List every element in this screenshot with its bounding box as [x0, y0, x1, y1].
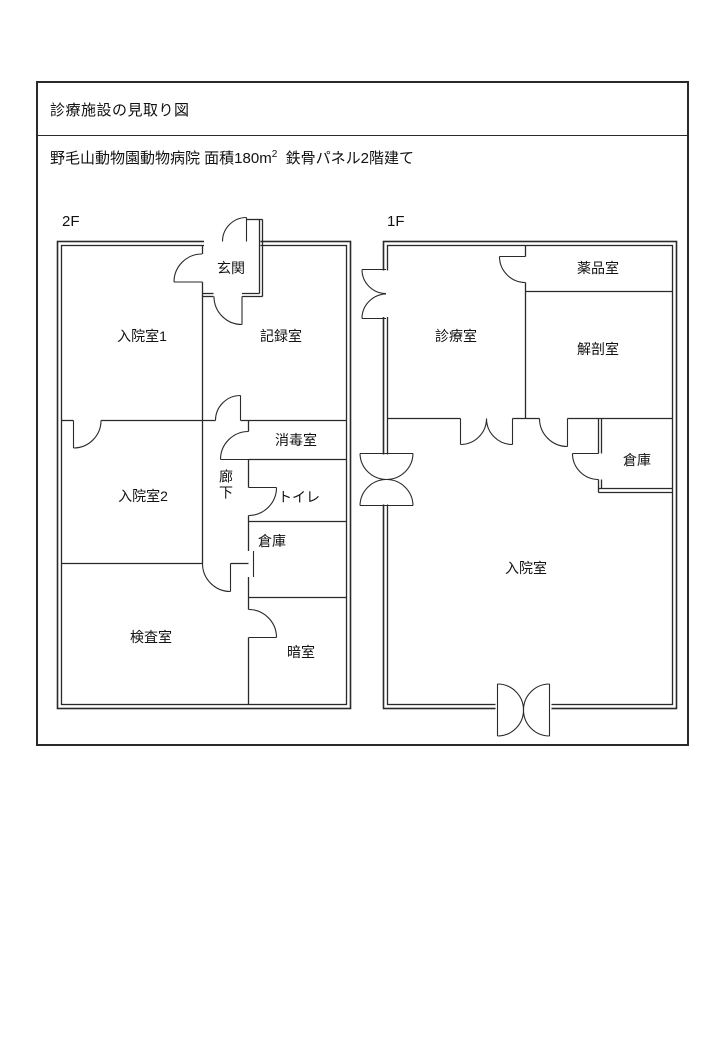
1f-doors — [359, 255, 599, 737]
swing-door-south-exterior — [496, 683, 551, 737]
door-shinryoushitsu-to-yakuhinshitsu — [498, 255, 526, 284]
door-genkan-to-nyuinshitsu1 — [173, 253, 203, 283]
room-label-souko-2f: 倉庫 — [258, 533, 286, 549]
room-label-yakuhinshitsu: 薬品室 — [577, 260, 619, 276]
door-souko-1f — [571, 452, 599, 481]
door-toire — [248, 486, 278, 517]
room-label-souko-1f: 倉庫 — [623, 452, 651, 468]
1f-interior-walls — [387, 245, 673, 494]
room-label-kaiboushitsu: 解剖室 — [577, 341, 619, 357]
door-anshitsu — [248, 608, 278, 639]
room-label-rouka: 廊下 — [218, 468, 234, 501]
door-nyuinshitsu1-to-2 — [72, 420, 102, 449]
spec-text-suffix: 鉄骨パネル2階建て — [277, 150, 414, 167]
door-genkan-exterior — [221, 216, 248, 242]
page-title: 診療施設の見取り図 — [50, 101, 190, 119]
page-border: 診療施設の見取り図 野毛山動物園動物病院 面積180m2 鉄骨パネル2階建て — [36, 81, 689, 746]
room-label-kirokushitsu: 記録室 — [260, 328, 302, 344]
door-rouka-to-kensashitsu — [201, 563, 232, 593]
labels: 2F 1F 玄関 入院室1 記録室 消毒室 入院室2 廊下 トイレ 倉庫 検査室… — [62, 213, 651, 660]
room-label-shinryoushitsu: 診療室 — [435, 328, 477, 344]
swing-door-west-lower — [359, 452, 414, 507]
door-kaiboushitsu-to-nyuinshitsu — [538, 418, 569, 448]
room-label-genkan: 玄関 — [217, 260, 245, 276]
spec-superscript: 2 — [271, 149, 278, 160]
title-bar: 診療施設の見取り図 — [38, 83, 687, 136]
2f-interior-walls — [61, 218, 347, 705]
door-rouka-to-kirokushitsu — [214, 394, 242, 421]
room-label-anshitsu: 暗室 — [287, 644, 315, 660]
wall-openings — [204, 238, 552, 711]
door-genkan-to-kirokushitsu — [213, 296, 243, 326]
room-label-shoudokushitsu: 消毒室 — [275, 432, 317, 448]
building-spec-line: 野毛山動物園動物病院 面積180m2 鉄骨パネル2階建て — [50, 147, 414, 168]
room-label-nyuinshitsu-1f: 入院室 — [505, 560, 547, 576]
floor-label-2f: 2F — [62, 213, 80, 230]
double-door-shinryoushitsu-to-nyuinshitsu — [459, 418, 514, 446]
spec-text-prefix: 野毛山動物園動物病院 面積180m — [50, 150, 272, 167]
2f-doors — [72, 216, 278, 639]
door-shoudokushitsu — [219, 430, 249, 461]
room-label-nyuinshitsu1: 入院室1 — [117, 328, 167, 344]
room-label-nyuinshitsu2: 入院室2 — [118, 488, 168, 504]
floor-label-1f: 1F — [387, 213, 405, 230]
room-label-kensashitsu: 検査室 — [130, 629, 172, 645]
swing-door-west-upper — [361, 268, 387, 320]
room-label-toire: トイレ — [278, 489, 320, 505]
